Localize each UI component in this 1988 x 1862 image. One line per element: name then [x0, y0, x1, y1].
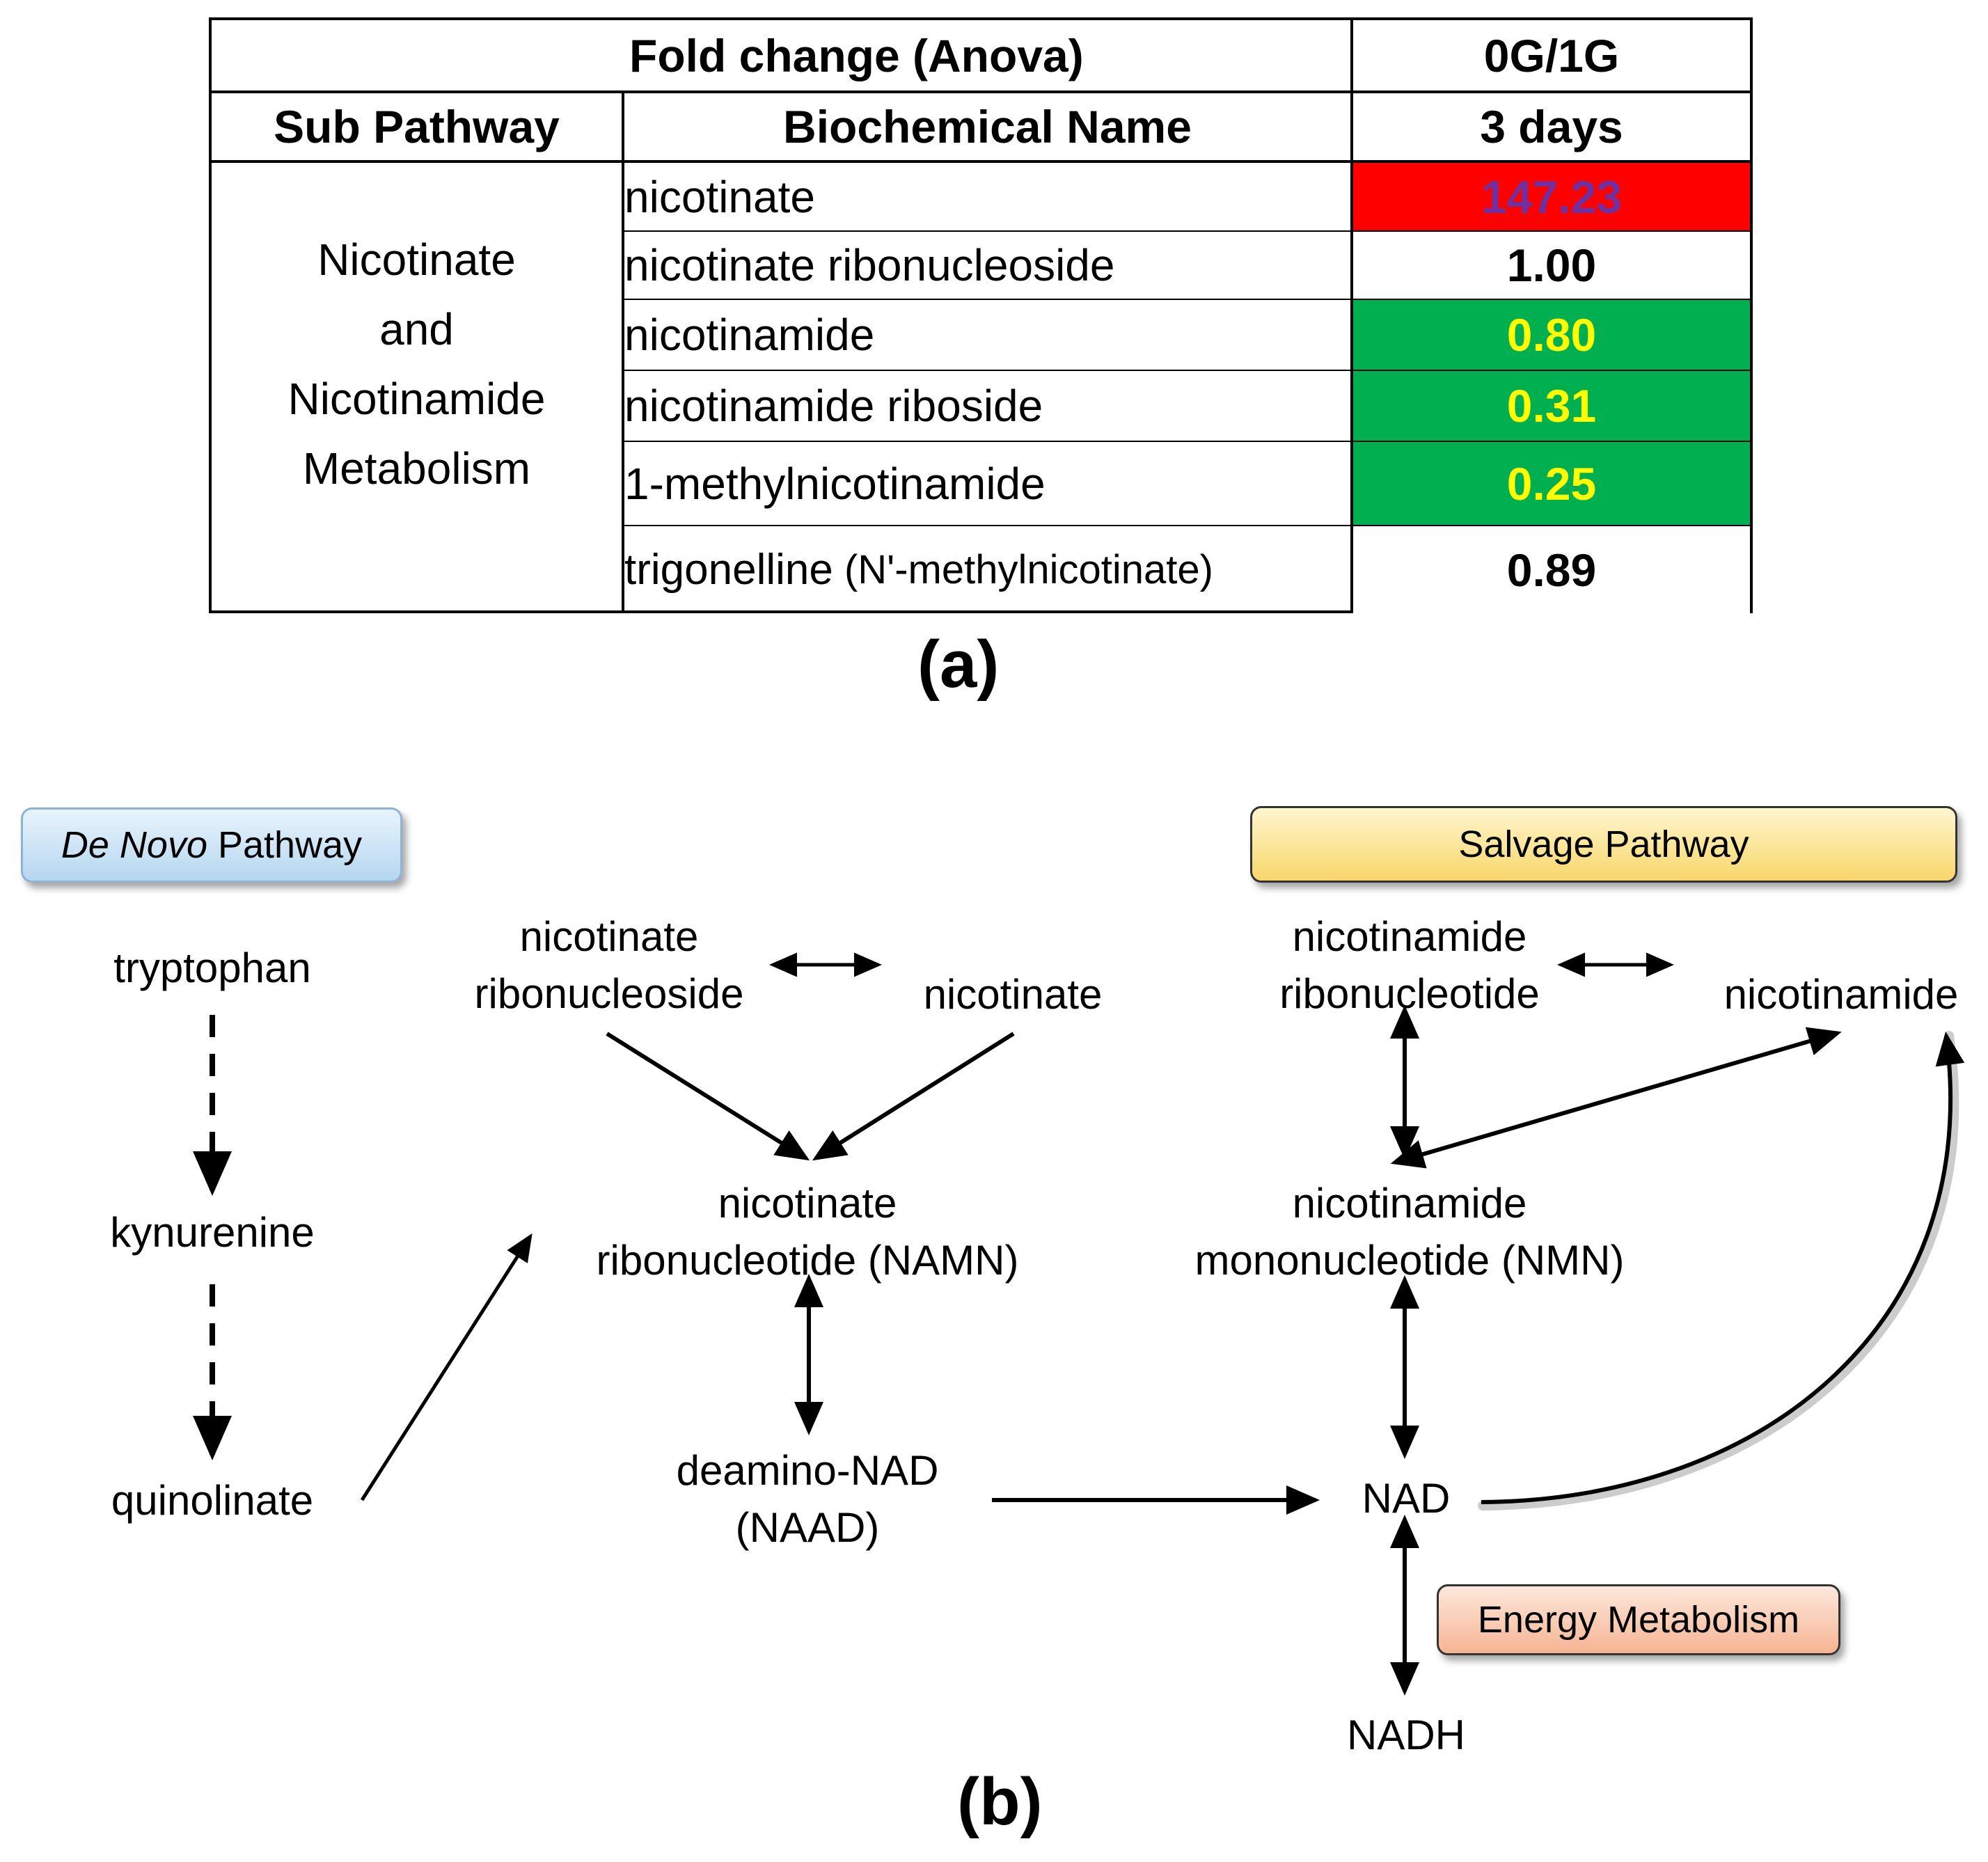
table-rule [622, 299, 1750, 300]
biochemical-name-cell: 1-methylnicotinamide [624, 458, 1046, 509]
fold-change-value: 1.00 [1353, 232, 1750, 299]
de-novo-rest: Pathway [207, 824, 363, 866]
node-line: nicotinamide [1292, 913, 1527, 960]
sub-pathway-header: Sub Pathway [274, 101, 560, 152]
de-novo-pathway-box: De Novo Pathway [21, 807, 402, 883]
kynurenine-node: kynurenine [110, 1209, 315, 1256]
fold-change-table: Fold change (Anova) 0G/1G Sub Pathway Bi… [209, 17, 1753, 613]
days-header: 3 days [1480, 101, 1623, 152]
sub-pathway-cell: Nicotinate and Nicotinamide Metabolism [212, 163, 622, 613]
node-line: deamino-NAD [676, 1447, 939, 1494]
fold-change-value: 0.80 [1353, 300, 1750, 370]
table-rule [622, 525, 1750, 526]
biochemical-name-header: Biochemical Name [783, 101, 1192, 152]
nicotinamide-node: nicotinamide [1723, 971, 1959, 1018]
fold-change-value: 147.23 [1353, 163, 1750, 230]
naad-node: deamino-NAD (NAAD) [620, 1442, 995, 1556]
sub-pathway-line: Metabolism [302, 443, 531, 494]
biochemical-name-cell: nicotinamide riboside [624, 381, 1043, 431]
salvage-pathway-box: Salvage Pathway [1250, 806, 1957, 883]
nadh-node: NADH [1346, 1712, 1465, 1758]
table-rule [622, 230, 1750, 232]
quinolinate-to-namn-arrow [360, 1233, 532, 1501]
fold-change-value: 0.25 [1353, 442, 1750, 525]
node-line: (NAAD) [735, 1504, 880, 1551]
table-rule [212, 90, 1750, 93]
table-rule [622, 441, 1750, 442]
table-rule [622, 370, 1750, 371]
biochemical-name-cell: nicotinamide [624, 310, 875, 360]
de-novo-italic: De Novo [61, 824, 207, 866]
ratio-header: 0G/1G [1483, 29, 1620, 81]
nad-node: NAD [1362, 1475, 1451, 1522]
trigonelline-name: trigonelline [624, 546, 833, 594]
node-line: ribonucleoside [474, 970, 744, 1017]
table-rule [212, 160, 1750, 163]
tryptophan-node: tryptophan [113, 945, 311, 991]
node-line: nicotinamide [1292, 1180, 1527, 1226]
biochemical-name-cell: nicotinate ribonucleoside [624, 240, 1115, 290]
biochemical-name-cell: trigonelline (N'-methylnicotinate) [624, 526, 1350, 613]
panel-label-a: (a) [917, 627, 1000, 702]
fold-change-value: 0.89 [1353, 526, 1750, 613]
nicotinate-node: nicotinate [923, 971, 1103, 1018]
nad-to-nicotinamide-arrow [1481, 1032, 1965, 1504]
ribonucleoside-to-namn-arrow [606, 1032, 810, 1161]
node-line: nicotinate [519, 913, 699, 960]
table-rule [1350, 20, 1353, 613]
sub-pathway-line: Nicotinamide [287, 373, 546, 424]
quinolinate-node: quinolinate [111, 1477, 314, 1524]
energy-metabolism-box: Energy Metabolism [1437, 1584, 1840, 1655]
fold-change-value: 0.31 [1353, 371, 1750, 441]
fold-change-header: Fold change (Anova) [629, 29, 1084, 81]
sub-pathway-line: and [379, 303, 454, 354]
nicotinate-to-namn-arrow [812, 1032, 1015, 1161]
nad-to-nicotinamide-curve [1478, 1031, 1959, 1510]
biochemical-name-cell: nicotinate [624, 171, 815, 222]
nmn-nicotinamide-arrow [1390, 1027, 1842, 1169]
panel-label-b: (b) [957, 1765, 1043, 1839]
trigonelline-synonym: (N'-methylnicotinate) [833, 547, 1213, 592]
node-line: nicotinate [718, 1180, 897, 1226]
nicotinate-ribonucleoside-node: nicotinate ribonucleoside [432, 908, 787, 1023]
sub-pathway-line: Nicotinate [317, 234, 516, 285]
table-rule [622, 90, 624, 613]
